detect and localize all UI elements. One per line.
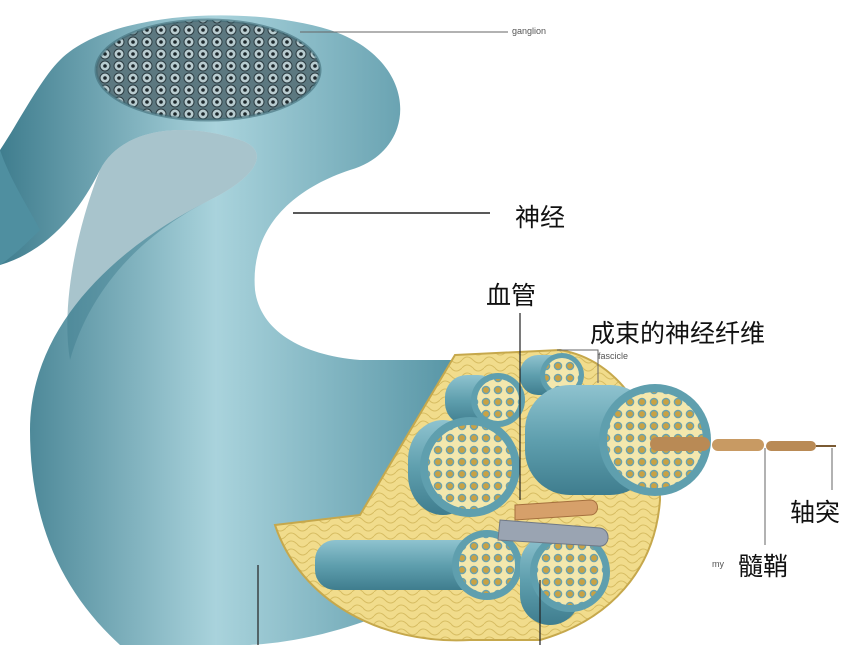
fascicle-label-en: fascicle (598, 351, 629, 361)
blood-vessel-label: 血管 (486, 281, 537, 310)
fascicle-bottom-mid (452, 530, 522, 600)
myelin-label-en: my (712, 559, 724, 569)
fascicle-label: 成束的神经纤维 (590, 319, 766, 348)
nerve-shading (67, 130, 257, 360)
blood-vessel-tan (514, 499, 598, 521)
axon-label: 轴突 (790, 498, 841, 527)
nerve-label: 神经 (515, 203, 566, 232)
ganglion-label: ganglion (512, 26, 547, 36)
fascicle-top-left (445, 373, 525, 427)
nerve-tail (0, 150, 40, 265)
ganglion-cells (96, 20, 320, 120)
leader-fascicle (557, 349, 599, 383)
nerve-body (0, 15, 480, 645)
fascicle-bottom-right (520, 532, 610, 625)
myelinated-axon (650, 437, 836, 451)
blood-vessel-grey (497, 519, 609, 547)
myelin-label: 髓鞘 (738, 552, 789, 581)
fascicle-tube (315, 540, 485, 590)
fascicle-large-left (408, 417, 520, 517)
